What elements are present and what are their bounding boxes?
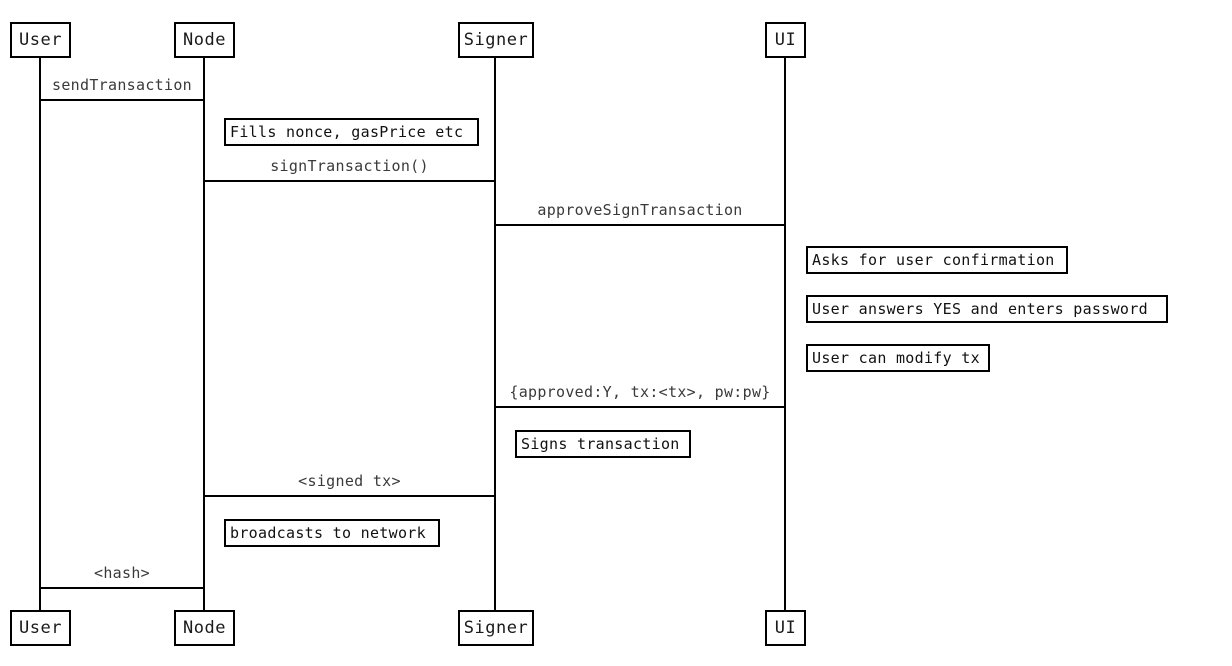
message-label-approve-sign-transaction: approveSignTransaction (537, 201, 743, 219)
participant-footer-node[interactable]: Node (174, 610, 235, 646)
note-asks-confirmation: Asks for user confirmation (806, 246, 1068, 274)
message-label-approved-response: {approved:Y, tx:<tx>, pw:pw} (509, 383, 771, 401)
message-line-send-transaction (39, 99, 205, 101)
lifeline-ui (784, 58, 786, 610)
note-broadcasts-to-network: broadcasts to network (224, 519, 440, 547)
lifeline-node (203, 58, 205, 610)
message-line-hash-response (39, 587, 205, 589)
message-line-signed-tx (203, 495, 496, 497)
participant-footer-ui[interactable]: UI (765, 610, 806, 646)
note-signs-transaction-text: Signs transaction (521, 434, 680, 453)
note-user-answers-yes-text: User answers YES and enters password (812, 299, 1148, 318)
note-user-modify-tx-text: User can modify tx (812, 348, 980, 367)
participant-footer-signer[interactable]: Signer (458, 610, 534, 646)
note-fills-nonce-text: Fills nonce, gasPrice etc (230, 122, 464, 141)
message-label-hash-response: <hash> (94, 564, 150, 582)
note-fills-nonce: Fills nonce, gasPrice etc (224, 118, 479, 146)
note-user-modify-tx: User can modify tx (806, 344, 990, 372)
message-line-sign-transaction (203, 180, 496, 182)
participant-header-user[interactable]: User (10, 22, 71, 58)
note-user-answers-yes: User answers YES and enters password (806, 295, 1168, 323)
message-label-signed-tx: <signed tx> (298, 472, 401, 490)
note-asks-confirmation-text: Asks for user confirmation (812, 250, 1055, 269)
participant-header-node[interactable]: Node (174, 22, 235, 58)
participant-footer-user[interactable]: User (10, 610, 71, 646)
participant-header-signer[interactable]: Signer (458, 22, 534, 58)
message-line-approve-sign-transaction (494, 224, 786, 226)
note-signs-transaction: Signs transaction (515, 430, 691, 458)
message-line-approved-response (494, 406, 786, 408)
lifeline-user (39, 58, 41, 610)
message-label-send-transaction: sendTransaction (52, 76, 192, 94)
lifeline-signer (494, 58, 496, 610)
note-broadcasts-to-network-text: broadcasts to network (230, 523, 426, 542)
message-label-sign-transaction: signTransaction() (270, 157, 429, 175)
participant-header-ui[interactable]: UI (765, 22, 806, 58)
